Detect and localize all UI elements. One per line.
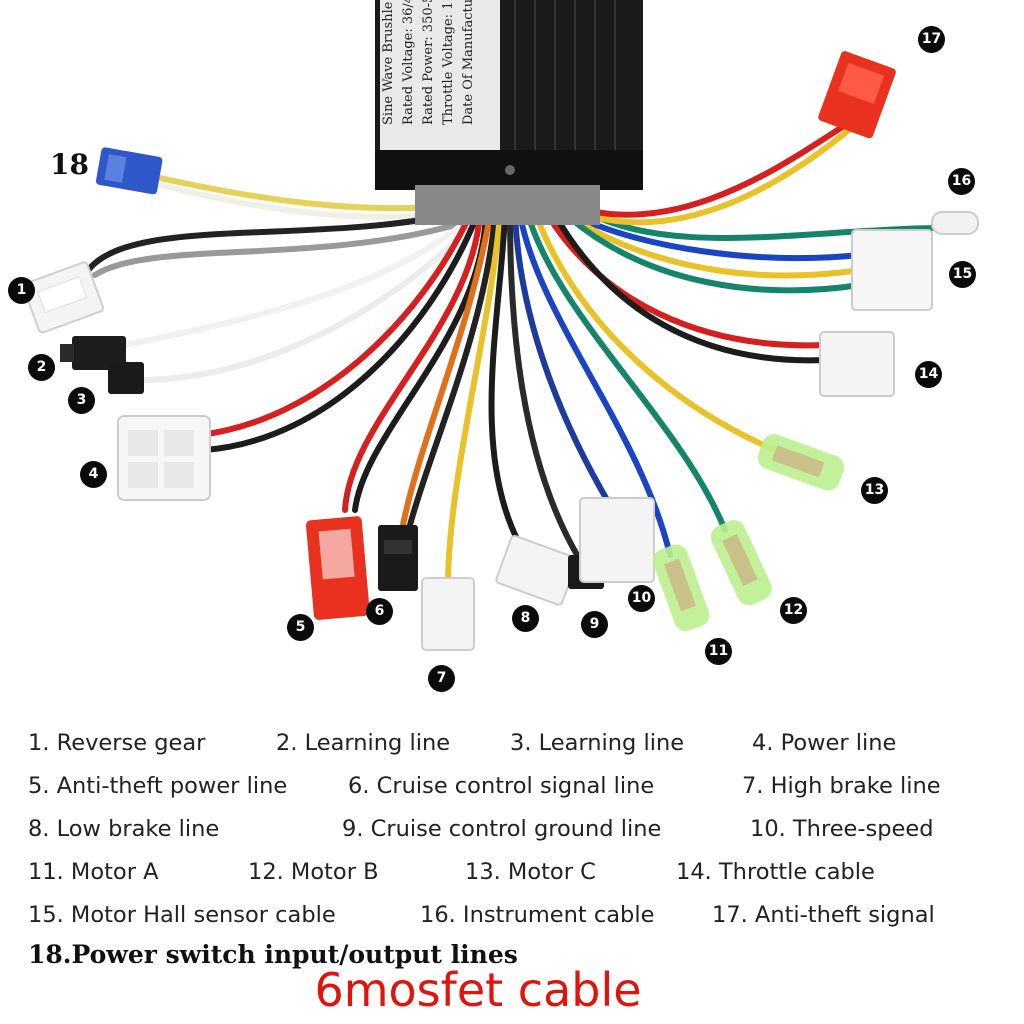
controller-label-line-4: Throttle Voltage: 1.1-4.2V <box>441 0 456 125</box>
callout-12: 12 <box>780 597 807 624</box>
connector-10 <box>579 497 655 583</box>
callout-10: 10 <box>628 585 655 612</box>
legend-item-5: 5. Anti-theft power line <box>28 773 288 799</box>
connector-4 <box>117 415 211 501</box>
legend-row-1: 1. Reverse gear 2. Learning line 3. Lear… <box>0 730 1024 764</box>
connector-11 <box>652 544 710 632</box>
connector-14 <box>819 331 895 397</box>
wire-15b <box>563 211 863 279</box>
callout-18: 18 <box>50 148 89 181</box>
controller-label-line-5: Date Of Manufactu <box>461 0 476 125</box>
wire-14b <box>552 212 828 364</box>
legend-item-8: 8. Low brake line <box>28 816 220 842</box>
legend-row-4: 11. Motor A 12. Motor B 13. Motor C 14. … <box>0 859 1024 893</box>
callout-14: 14 <box>915 361 942 388</box>
controller-label-line-1: Sine Wave Brushle <box>381 1 396 125</box>
wire-6b <box>407 212 498 528</box>
connector-3 <box>108 362 144 394</box>
legend-item-12: 12. Motor B <box>248 859 379 885</box>
wire-13 <box>533 212 778 453</box>
connector-5 <box>305 516 370 620</box>
wire-5a <box>342 212 483 513</box>
wire-2 <box>122 222 465 348</box>
legend-item-17: 17. Anti-theft signal <box>712 902 935 928</box>
legend-item-13: 13. Motor C <box>465 859 596 885</box>
wire-14a <box>545 212 828 349</box>
callout-3: 3 <box>68 387 95 414</box>
controller-label-line-3: Rated Power: 350-500 Watt <box>421 0 436 125</box>
legend-item-3: 3. Learning line <box>510 730 685 756</box>
legend-item-10: 10. Three-speed <box>750 816 934 842</box>
connector-8 <box>495 534 579 606</box>
connector-7 <box>421 577 475 651</box>
connector-1 <box>22 261 104 334</box>
wire-9 <box>507 212 583 563</box>
legend-item-1: 1. Reverse gear <box>28 730 206 756</box>
wire-10 <box>512 212 613 508</box>
controller-wiring-diagram: Sine Wave Brushle Rated Voltage: 36/48 V… <box>22 0 979 651</box>
controller-box <box>375 0 643 225</box>
legend-item-9: 9. Cruise control ground line <box>342 816 662 842</box>
wire-17b <box>553 119 853 218</box>
legend-item-11: 11. Motor A <box>28 859 159 885</box>
callout-4: 4 <box>80 461 107 488</box>
wire-15c <box>567 215 863 294</box>
connector-18 <box>95 147 163 195</box>
wire-6a <box>400 212 493 528</box>
connector-15 <box>851 229 933 311</box>
connectors <box>22 51 979 651</box>
callout-6: 6 <box>366 598 393 625</box>
callout-2: 2 <box>28 354 55 381</box>
legend-row-5: 15. Motor Hall sensor cable 16. Instrume… <box>0 902 1024 936</box>
connector-12 <box>710 520 772 606</box>
legend-row-2: 5. Anti-theft power line 6. Cruise contr… <box>0 773 1024 807</box>
callout-1: 1 <box>8 277 35 304</box>
wire-3 <box>137 225 471 383</box>
callout-8: 8 <box>512 605 539 632</box>
callout-16: 16 <box>948 168 975 195</box>
legend-item-16: 16. Instrument cable <box>420 902 655 928</box>
connector-13 <box>757 434 845 491</box>
wire-4a <box>197 212 473 438</box>
connector-2 <box>60 336 126 370</box>
wire-17a <box>557 122 858 226</box>
callout-17: 17 <box>918 26 945 53</box>
legend-item-7: 7. High brake line <box>742 773 941 799</box>
legend-item-6: 6. Cruise control signal line <box>348 773 655 799</box>
caption: 6mosfet cable <box>314 963 642 1017</box>
legend-item-18: 18.Power switch input/output lines <box>28 940 518 969</box>
wires <box>82 119 938 583</box>
wire-12 <box>525 212 728 533</box>
legend-item-4: 4. Power line <box>752 730 897 756</box>
callout-15: 15 <box>949 261 976 288</box>
callout-11: 11 <box>705 638 732 665</box>
callout-13: 13 <box>861 477 888 504</box>
connector-17 <box>818 51 896 139</box>
connector-16 <box>931 211 979 235</box>
controller-label-line-2: Rated Voltage: 36/48 Volts <box>401 0 416 125</box>
legend-row-3: 8. Low brake line 9. Cruise control grou… <box>0 816 1024 850</box>
callout-5: 5 <box>287 614 314 641</box>
legend-item-14: 14. Throttle cable <box>676 859 875 885</box>
wire-7 <box>445 212 503 583</box>
callout-7: 7 <box>428 665 455 692</box>
legend-item-15: 15. Motor Hall sensor cable <box>28 902 336 928</box>
connector-6 <box>378 525 418 591</box>
wire-4b <box>202 215 479 453</box>
legend-item-2: 2. Learning line <box>276 730 451 756</box>
wire-8 <box>488 212 523 548</box>
wire-1a <box>82 212 453 278</box>
wire-1b <box>92 222 458 278</box>
callout-9: 9 <box>581 611 608 638</box>
